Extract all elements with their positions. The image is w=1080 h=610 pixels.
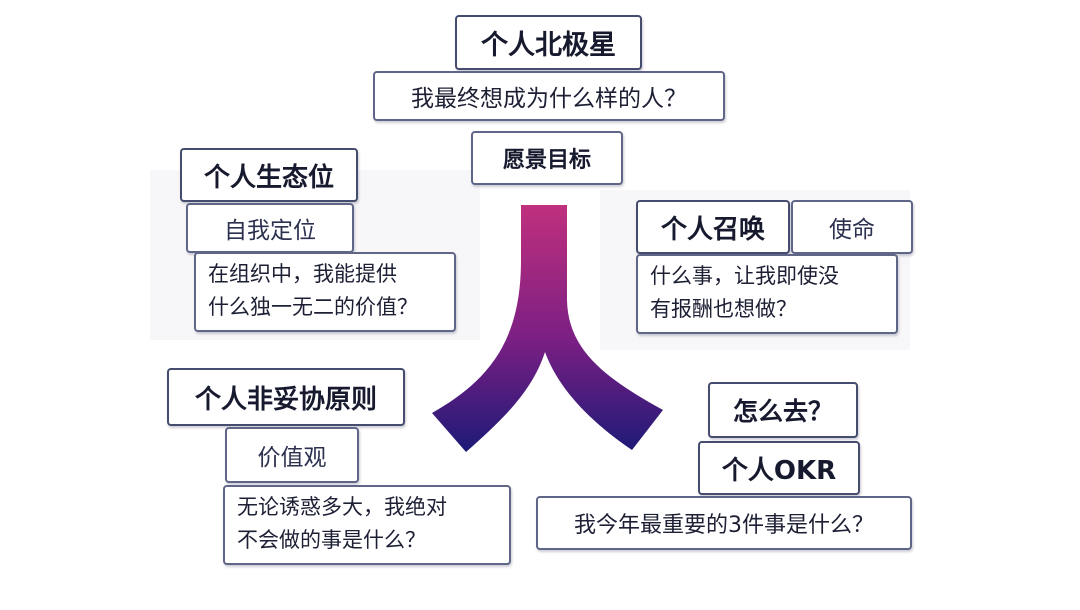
calling-question-line1: 什么事，让我即使没 — [650, 264, 839, 288]
okr-title: 个人OKR — [698, 441, 860, 495]
ecological-niche-question-line1: 在组织中，我能提供 — [208, 262, 397, 286]
north-star-title: 个人北极星 — [455, 15, 642, 70]
north-star-tag-text: 愿景目标 — [502, 148, 591, 173]
calling-title-text: 个人召唤 — [660, 214, 765, 245]
north-star-question-text: 我最终想成为什么样的人？ — [411, 86, 687, 112]
calling-question: 什么事，让我即使没 有报酬也想做？ — [636, 254, 898, 334]
okr-question-text: 我今年最重要的3件事是什么？ — [574, 513, 874, 538]
okr-question: 我今年最重要的3件事是什么？ — [536, 496, 912, 550]
north-star-title-text: 个人北极星 — [481, 30, 616, 61]
okr-prompt: 怎么去？ — [708, 382, 858, 438]
principles-question: 无论诱惑多大，我绝对 不会做的事是什么？ — [223, 485, 511, 565]
ecological-niche-title: 个人生态位 — [180, 148, 358, 202]
principles-title: 个人非妥协原则 — [167, 368, 405, 426]
person-glyph-shape — [432, 205, 663, 452]
principles-title-text: 个人非妥协原则 — [194, 384, 377, 415]
okr-title-text: 个人OKR — [721, 455, 837, 486]
okr-prompt-text: 怎么去？ — [732, 397, 833, 426]
calling-title: 个人召唤 — [636, 200, 790, 254]
ecological-niche-question: 在组织中，我能提供 什么独一无二的价值？ — [194, 252, 456, 332]
calling-tag-text: 使命 — [829, 217, 875, 243]
calling-question-line2: 有报酬也想做？ — [650, 297, 797, 321]
north-star-question: 我最终想成为什么样的人？ — [373, 71, 725, 121]
principles-question-line1: 无论诱惑多大，我绝对 — [237, 495, 447, 519]
ecological-niche-question-line2: 什么独一无二的价值？ — [208, 295, 418, 319]
principles-tag: 价值观 — [225, 427, 359, 483]
ecological-niche-tag-text: 自我定位 — [224, 218, 316, 244]
north-star-tag: 愿景目标 — [471, 131, 623, 185]
ecological-niche-tag: 自我定位 — [186, 203, 354, 253]
principles-question-line2: 不会做的事是什么？ — [237, 528, 426, 552]
calling-tag: 使命 — [791, 200, 913, 254]
ecological-niche-title-text: 个人生态位 — [203, 162, 334, 193]
principles-tag-text: 价值观 — [257, 445, 327, 471]
